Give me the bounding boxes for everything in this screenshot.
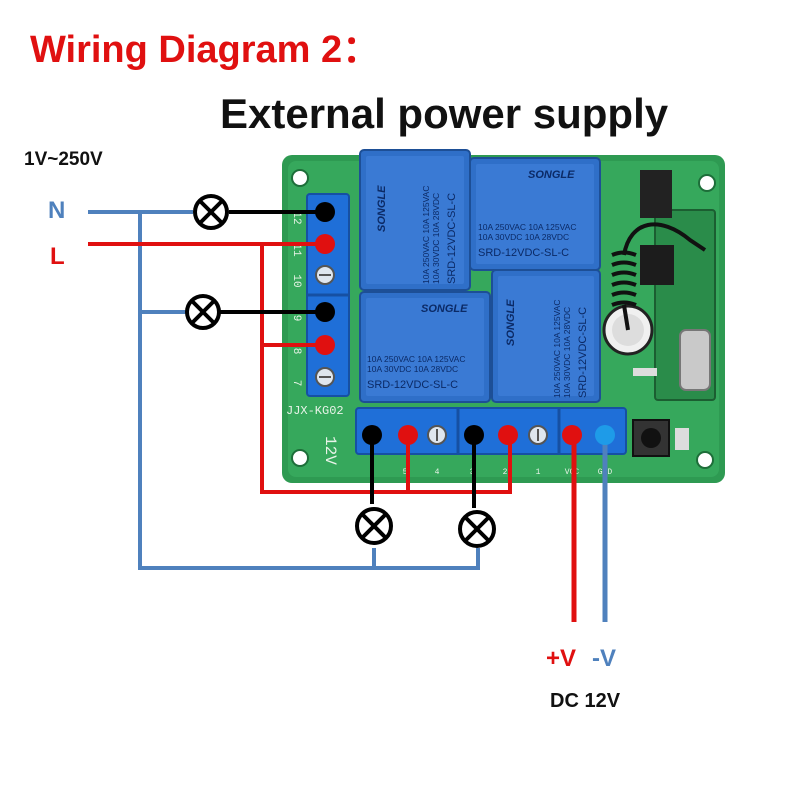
neutral-label: N <box>48 197 65 224</box>
dc-positive-label: +V <box>546 645 576 672</box>
relay-model: SRD-12VDC-SL-C <box>446 193 458 284</box>
left-terminal-number: 9 <box>290 315 302 322</box>
lamp-icon <box>355 507 393 545</box>
left-terminal-number: 10 <box>290 274 302 287</box>
terminal-screw <box>315 265 335 285</box>
relay <box>359 149 471 291</box>
terminal-dot-black <box>464 425 484 445</box>
relay-board: SONGLE 10A 250VAC 10A 125VAC 10A 30VDC 1… <box>282 149 725 483</box>
relay-rating: 10A 30VDC 10A 28VDC <box>478 232 569 242</box>
terminal-screw <box>528 425 548 445</box>
antenna-coil <box>611 222 707 331</box>
left-terminal-number: 12 <box>290 211 302 224</box>
terminal-dot-black <box>315 202 335 222</box>
learn-button-cap <box>641 428 661 448</box>
ic-chip <box>640 245 674 285</box>
bottom-terminal-number: 1 <box>536 468 541 477</box>
mount-hole <box>698 174 716 192</box>
left-terminal-numbers: 12 11 10 9 8 7 <box>290 211 302 386</box>
live-label: L <box>50 243 65 270</box>
load-wire <box>220 210 476 508</box>
board-model: JJX-KG02 <box>286 404 344 418</box>
left-terminal-number: 11 <box>290 243 302 257</box>
left-terminal-number: 8 <box>290 348 302 355</box>
terminal-dot-red <box>315 335 335 355</box>
diagram-subtitle: External power supply <box>220 90 669 137</box>
mount-hole <box>696 451 714 469</box>
relay <box>491 269 601 403</box>
relay-model: SRD-12VDC-SL-C <box>577 307 589 398</box>
relay-rating: 10A 30VDC 10A 28VDC <box>431 193 441 284</box>
dc-supply-label: DC 12V <box>550 690 621 712</box>
bottom-terminal-number: 2 <box>503 468 508 477</box>
relay-rating: 10A 250VAC 10A 125VAC <box>421 186 431 284</box>
bottom-terminal-block <box>355 407 627 455</box>
relay-rating: 10A 30VDC 10A 28VDC <box>562 307 572 398</box>
neutral-wire <box>88 210 480 570</box>
relay <box>359 291 491 403</box>
terminal-dot-blue <box>595 425 615 445</box>
terminal-dot-red <box>398 425 418 445</box>
relay-model: SRD-12VDC-SL-C <box>478 247 569 259</box>
smd-part <box>633 368 657 376</box>
relay-rating: 10A 30VDC 10A 28VDC <box>367 364 458 374</box>
relay <box>469 157 601 271</box>
terminal-dot-red <box>315 234 335 254</box>
smd-part <box>675 428 689 450</box>
lamp-icon <box>185 294 221 330</box>
terminal-dot-red <box>498 425 518 445</box>
lamp-icon <box>458 510 496 548</box>
terminal-dot-black <box>315 302 335 322</box>
terminal-dot-black <box>362 425 382 445</box>
relay-brand: SONGLE <box>528 169 575 181</box>
power-marking: 12V <box>321 436 339 465</box>
terminal-screw <box>315 367 335 387</box>
mount-hole <box>291 449 309 467</box>
lamp-icon <box>193 194 229 230</box>
ic-chip <box>640 170 672 218</box>
relay-rating: 10A 250VAC 10A 125VAC <box>552 300 562 398</box>
crystal <box>679 329 711 391</box>
dc-negative-label: -V <box>592 645 616 672</box>
bottom-terminal-number: 4 <box>435 468 440 477</box>
relay-brand: SONGLE <box>376 185 388 232</box>
mount-hole <box>291 169 309 187</box>
relay-model: SRD-12VDC-SL-C <box>367 379 458 391</box>
relay-rating: 10A 250VAC 10A 125VAC <box>478 222 576 232</box>
terminal-dot-red <box>562 425 582 445</box>
relay-rating: 10A 250VAC 10A 125VAC <box>367 354 465 364</box>
relay-brand: SONGLE <box>421 303 468 315</box>
diagram-title: Wiring Diagram 2： <box>30 29 380 71</box>
terminal-screw <box>427 425 447 445</box>
voltage-label: 1V~250V <box>24 149 103 170</box>
relay-brand: SONGLE <box>505 299 517 346</box>
left-terminal-number: 7 <box>290 380 302 387</box>
connection-points <box>315 202 615 445</box>
bottom-terminal-number: 5 <box>403 468 408 477</box>
